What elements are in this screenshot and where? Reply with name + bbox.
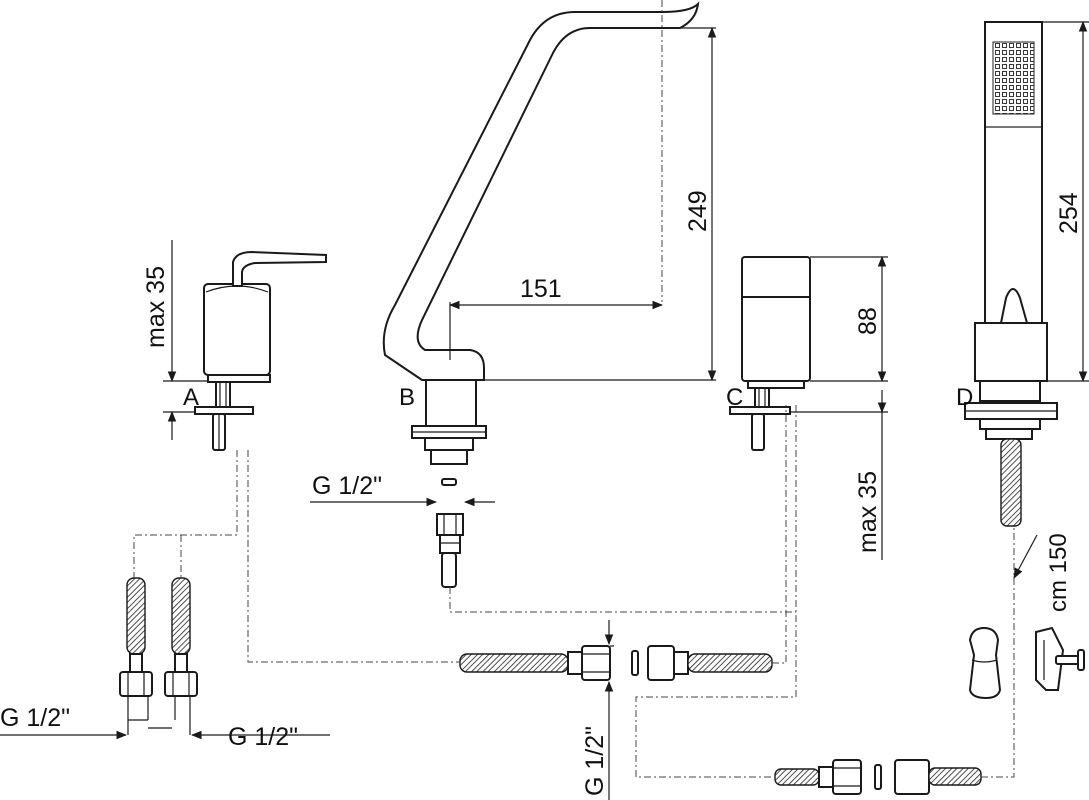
label-b: B bbox=[399, 384, 415, 411]
dim-max-deck-a: max 35 bbox=[142, 266, 170, 348]
dim-valve-height: 88 bbox=[854, 307, 882, 335]
handshower-hose-bottom bbox=[774, 759, 982, 795]
dim-hose-length: cm 150 bbox=[1045, 533, 1072, 612]
dim-spout-reach: 151 bbox=[520, 275, 562, 303]
label-d: D bbox=[956, 384, 973, 411]
thread-left-inlet: G 1/2" bbox=[0, 704, 70, 732]
hose-routing-lines bbox=[133, 0, 1015, 778]
dim-spout-height: 249 bbox=[684, 190, 712, 232]
holder-parts bbox=[968, 626, 1085, 700]
dim-max-deck-c: max 35 bbox=[854, 471, 882, 553]
thread-diverter-connection: G 1/2" bbox=[581, 726, 609, 796]
text-labels: A B C D 151 249 88 254 max 35 max 35 cm … bbox=[0, 190, 1083, 796]
valve-c bbox=[729, 256, 811, 451]
thread-right-inlet: G 1/2" bbox=[228, 723, 298, 751]
valve-a bbox=[194, 250, 327, 451]
dim-handshower-height: 254 bbox=[1055, 192, 1083, 234]
thread-spout-connection: G 1/2" bbox=[312, 472, 382, 500]
inlet-hoses-left bbox=[119, 577, 198, 735]
connection-hose-middle bbox=[459, 645, 773, 681]
handshower-d bbox=[964, 21, 1058, 527]
label-a: A bbox=[183, 384, 199, 411]
dimension-lines bbox=[0, 20, 1089, 800]
spout-b bbox=[382, 1, 700, 588]
label-c: C bbox=[726, 384, 743, 411]
